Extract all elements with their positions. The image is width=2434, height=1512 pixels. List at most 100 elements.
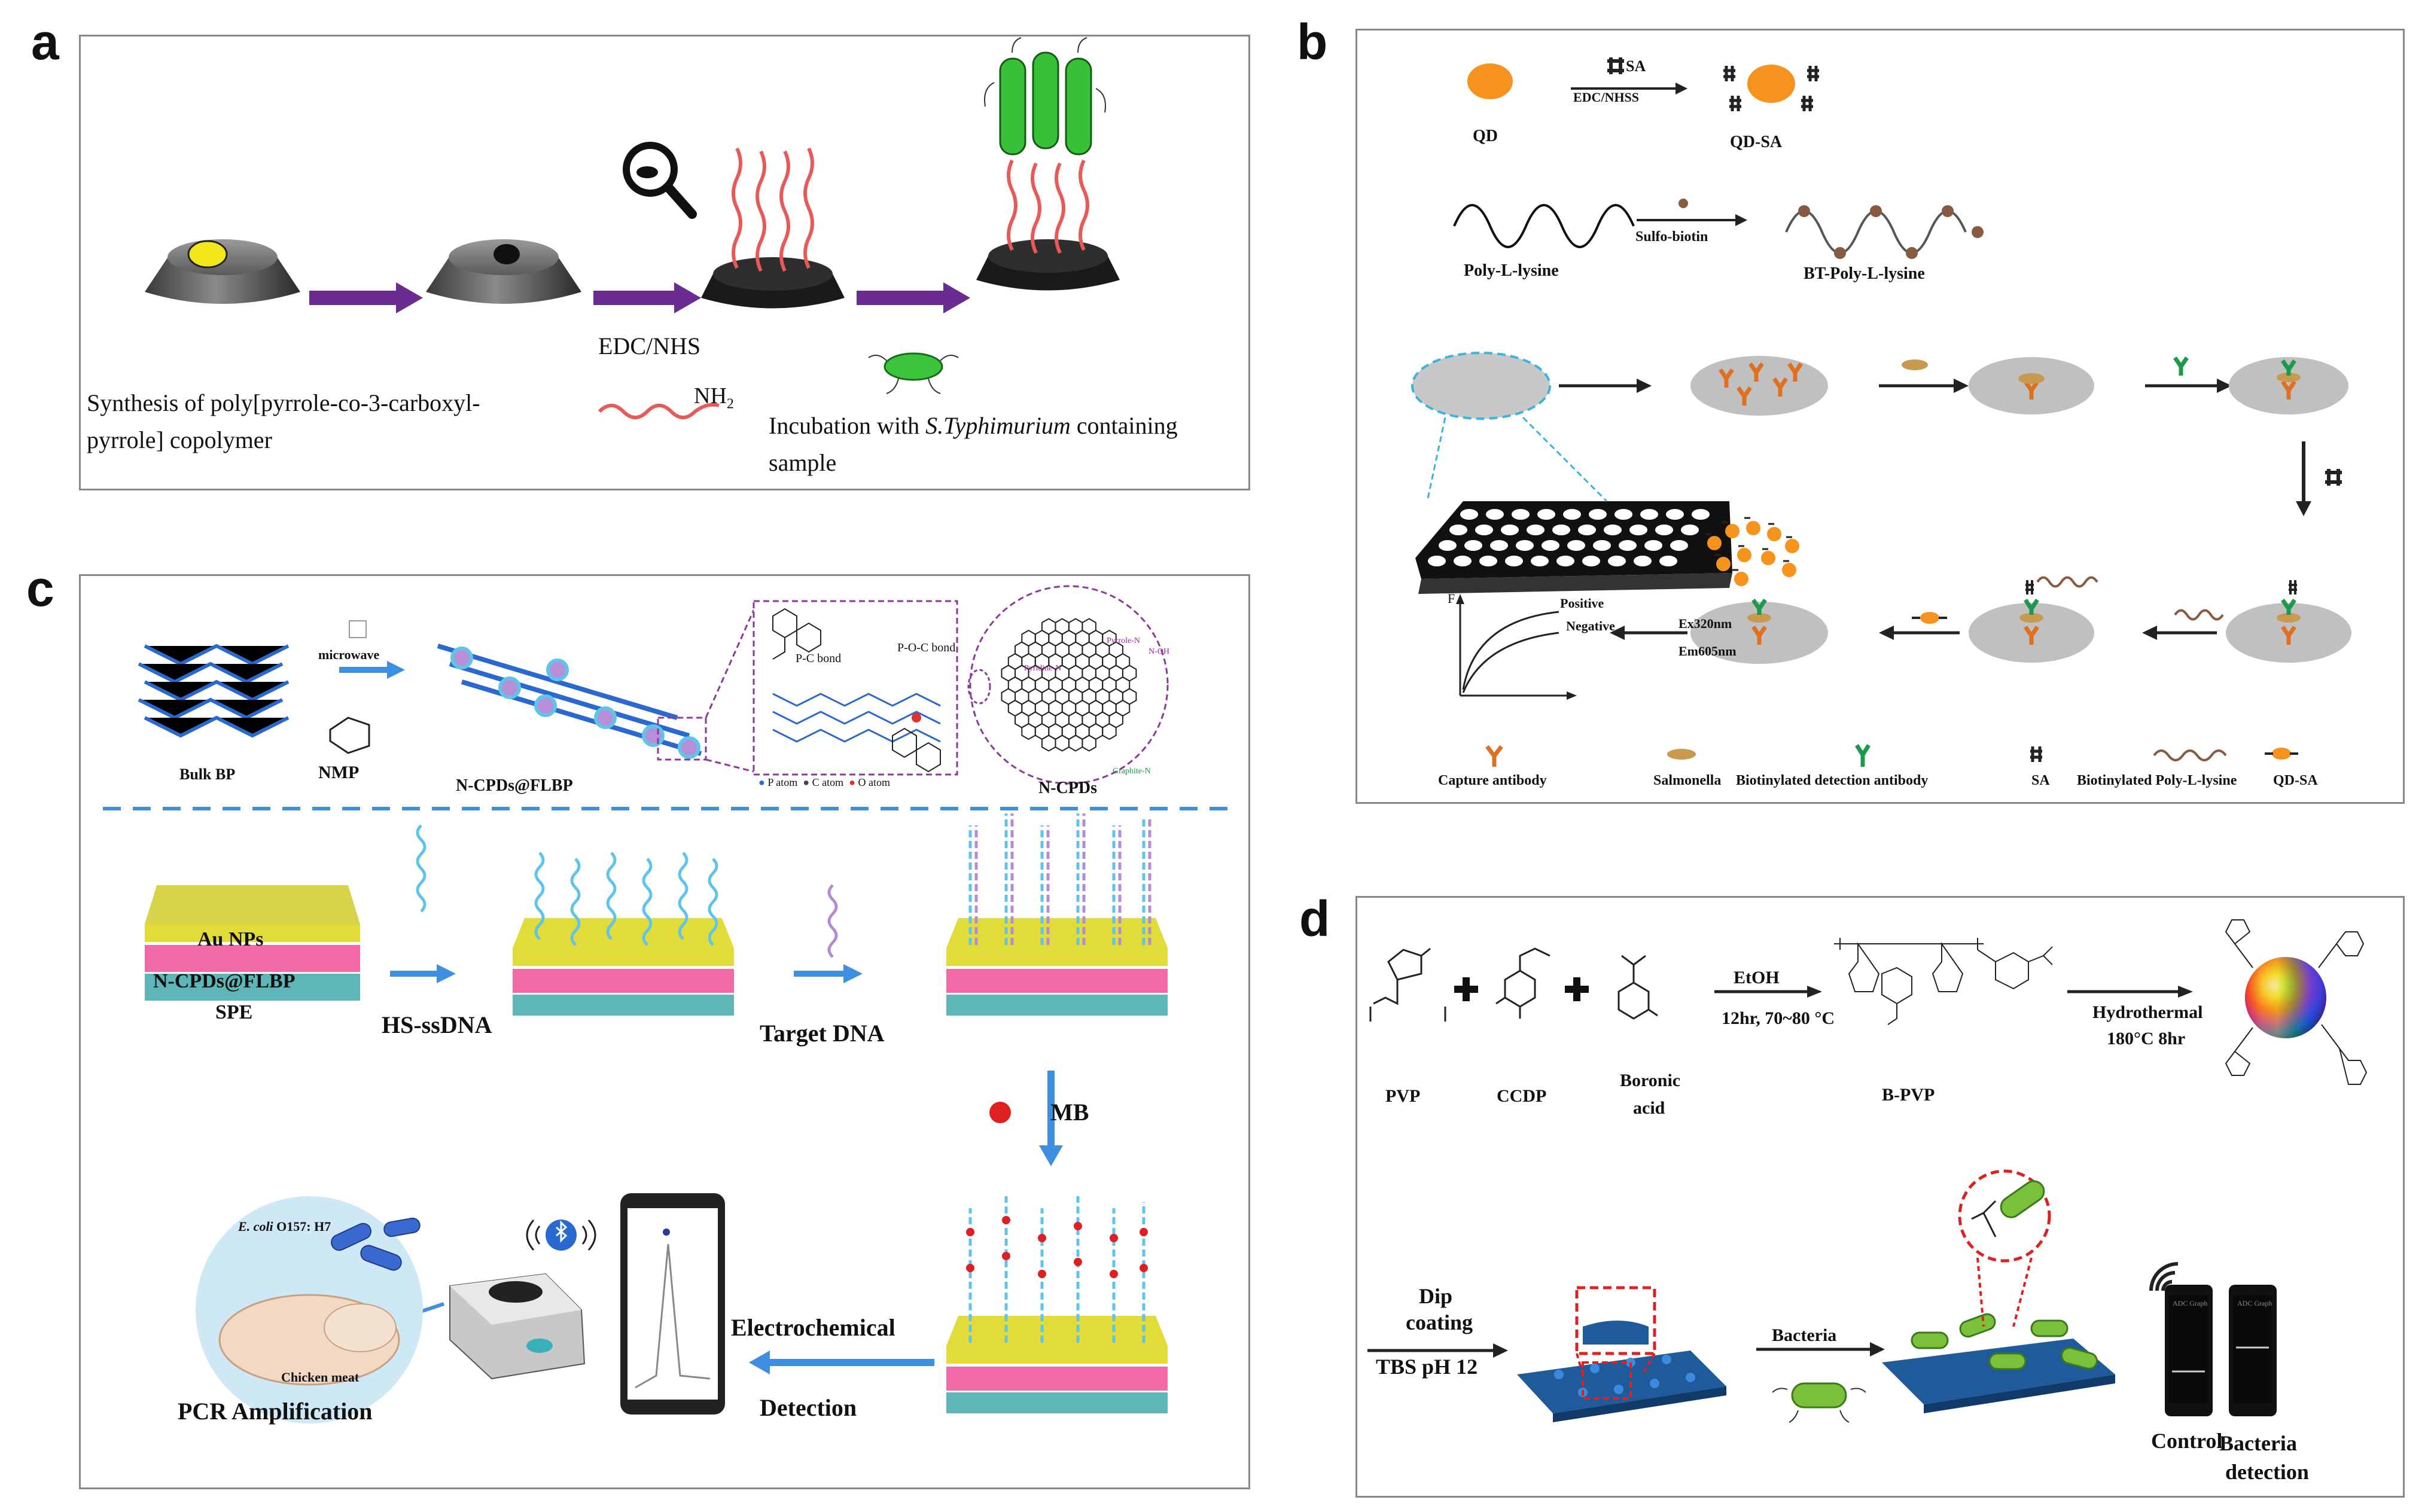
d-dip1: Dip bbox=[1419, 1284, 1453, 1308]
microplate-well bbox=[1531, 556, 1549, 566]
a-incubation-species: S.Typhimurium bbox=[925, 412, 1071, 439]
microplate-well bbox=[1659, 556, 1677, 566]
b-legend-1: Salmonella bbox=[1653, 773, 1722, 788]
phone-bacteria bbox=[2229, 1285, 2277, 1416]
panel-label-b: b bbox=[1297, 14, 1328, 70]
microplate-well bbox=[1582, 556, 1600, 566]
c-graphite-n: Graphite-N bbox=[1113, 767, 1151, 776]
b-btpoly-label: BT-Poly-L-lysine bbox=[1804, 264, 1925, 283]
microplate-well bbox=[1542, 540, 1559, 551]
microplate-well bbox=[1608, 556, 1626, 566]
microplate-well bbox=[1490, 540, 1508, 551]
mb-bead bbox=[989, 1102, 1011, 1123]
microplate-well bbox=[1454, 556, 1472, 566]
microplate-well bbox=[1589, 509, 1607, 520]
electrode-stack bbox=[145, 885, 360, 1001]
microplate-well bbox=[1604, 525, 1622, 535]
disc-bt-poly bbox=[1969, 576, 2098, 663]
d-bpvp: B-PVP bbox=[1882, 1085, 1935, 1105]
b-em: Em605nm bbox=[1678, 644, 1737, 659]
nmp-molecule bbox=[329, 717, 370, 754]
c-ncpds: N-CPDs bbox=[1038, 779, 1097, 797]
microplate-well bbox=[1640, 509, 1658, 520]
c-pyrrole-n: Pyrrole-N bbox=[1107, 636, 1140, 645]
ncpds-flbp bbox=[437, 644, 702, 759]
b-f-axis: F bbox=[1448, 591, 1455, 606]
electrode-ssdna bbox=[513, 852, 734, 1016]
qd-dot bbox=[1467, 63, 1513, 99]
bond-inset bbox=[753, 600, 958, 776]
legend-icons bbox=[1485, 744, 2298, 767]
microplate-well bbox=[1567, 540, 1585, 551]
panel-label-a: a bbox=[31, 14, 59, 70]
c-pyridine-n: Pyridine-N bbox=[1024, 664, 1062, 673]
c-pcr: PCR Amplification bbox=[178, 1398, 373, 1425]
c-ecoli: E. coli O157: H7 bbox=[238, 1219, 331, 1234]
electrode-mb bbox=[946, 1196, 1168, 1413]
target-dna-strand bbox=[827, 884, 838, 958]
disc-capture bbox=[1690, 356, 1828, 416]
panel-label-d: d bbox=[1299, 891, 1330, 947]
microplate-well bbox=[1486, 509, 1504, 520]
disc-salmonella bbox=[1969, 357, 2094, 414]
c-ncpds-flbp: N-CPDs@FLBP bbox=[456, 776, 573, 795]
d-tbs: TBS pH 12 bbox=[1376, 1355, 1478, 1379]
bluetooth-icon bbox=[526, 1220, 596, 1251]
b-qd-label: QD bbox=[1473, 127, 1498, 145]
microplate-well bbox=[1629, 525, 1647, 535]
purple-arrow-3 bbox=[857, 282, 970, 313]
c-layer-spe: SPE bbox=[215, 1001, 253, 1023]
electrode-hybrid bbox=[946, 813, 1168, 1016]
surface-with-bacteria bbox=[1882, 1169, 2115, 1413]
microplate-well bbox=[1614, 509, 1632, 520]
bulk-bp bbox=[138, 644, 290, 738]
microplate-well bbox=[1563, 509, 1581, 520]
d-hydro: Hydrothermal bbox=[2092, 1002, 2203, 1022]
microplate-well bbox=[1578, 525, 1596, 535]
d-phone-title-1: ADC Graph bbox=[2173, 1299, 2208, 1307]
microplate-well bbox=[1439, 540, 1457, 551]
microplate-well bbox=[1644, 540, 1662, 551]
disc-qd-sa bbox=[1690, 517, 1828, 664]
microplate-well bbox=[1692, 509, 1710, 520]
electrode-1 bbox=[145, 239, 300, 304]
pvp-structure bbox=[1369, 947, 1446, 1022]
sphere-ligands bbox=[2225, 919, 2368, 1085]
well-disc-empty bbox=[1411, 352, 1551, 420]
panel-c-graphics bbox=[103, 585, 1227, 1423]
c-detection: Detection bbox=[760, 1394, 857, 1421]
c-target-dna: Target DNA bbox=[760, 1020, 885, 1047]
ccdp-structure bbox=[1495, 947, 1550, 1019]
d-control: Control bbox=[2151, 1429, 2223, 1453]
c-atom-o: O atom bbox=[858, 776, 890, 788]
microplate-well bbox=[1516, 540, 1534, 551]
d-bact-det2: detection bbox=[2225, 1460, 2309, 1484]
a-synthesis-line1: Synthesis of poly[pyrrole-co-3-carboxyl- bbox=[87, 389, 480, 416]
a-incubation-post: containing bbox=[1070, 412, 1178, 439]
microplate-well bbox=[1512, 509, 1530, 520]
amine-strand bbox=[598, 403, 720, 419]
b-ex: Ex320nm bbox=[1678, 616, 1732, 631]
qd-sa bbox=[1723, 65, 1819, 111]
phone-graph bbox=[620, 1193, 725, 1415]
d-phone-title-2: ADC Graph bbox=[2237, 1299, 2272, 1307]
c-atom-p: P atom bbox=[767, 776, 798, 788]
panel-b-graphics bbox=[1411, 57, 2351, 767]
microplate-well bbox=[1505, 556, 1523, 566]
microplate-well bbox=[1501, 525, 1519, 535]
disc-sa bbox=[2226, 580, 2351, 663]
c-poc-bond: P-O-C bond bbox=[897, 641, 956, 654]
salmonella-mini bbox=[1902, 359, 1928, 370]
c-ecoli-strain: O157: H7 bbox=[273, 1219, 331, 1234]
b-qdsa-label: QD-SA bbox=[1730, 133, 1783, 151]
microplate-well bbox=[1475, 525, 1493, 535]
microplate-well bbox=[1655, 525, 1673, 535]
wifi-icon bbox=[2149, 1262, 2179, 1291]
b-legend-0: Capture antibody bbox=[1438, 773, 1547, 788]
plus-2 bbox=[1565, 977, 1589, 1001]
microplate-well bbox=[1460, 509, 1478, 520]
c-hs-ssdna: HS-ssDNA bbox=[382, 1011, 492, 1038]
graphene-hexagon bbox=[1102, 723, 1117, 740]
microplate-well bbox=[1681, 525, 1699, 535]
microplate-well bbox=[1556, 556, 1574, 566]
